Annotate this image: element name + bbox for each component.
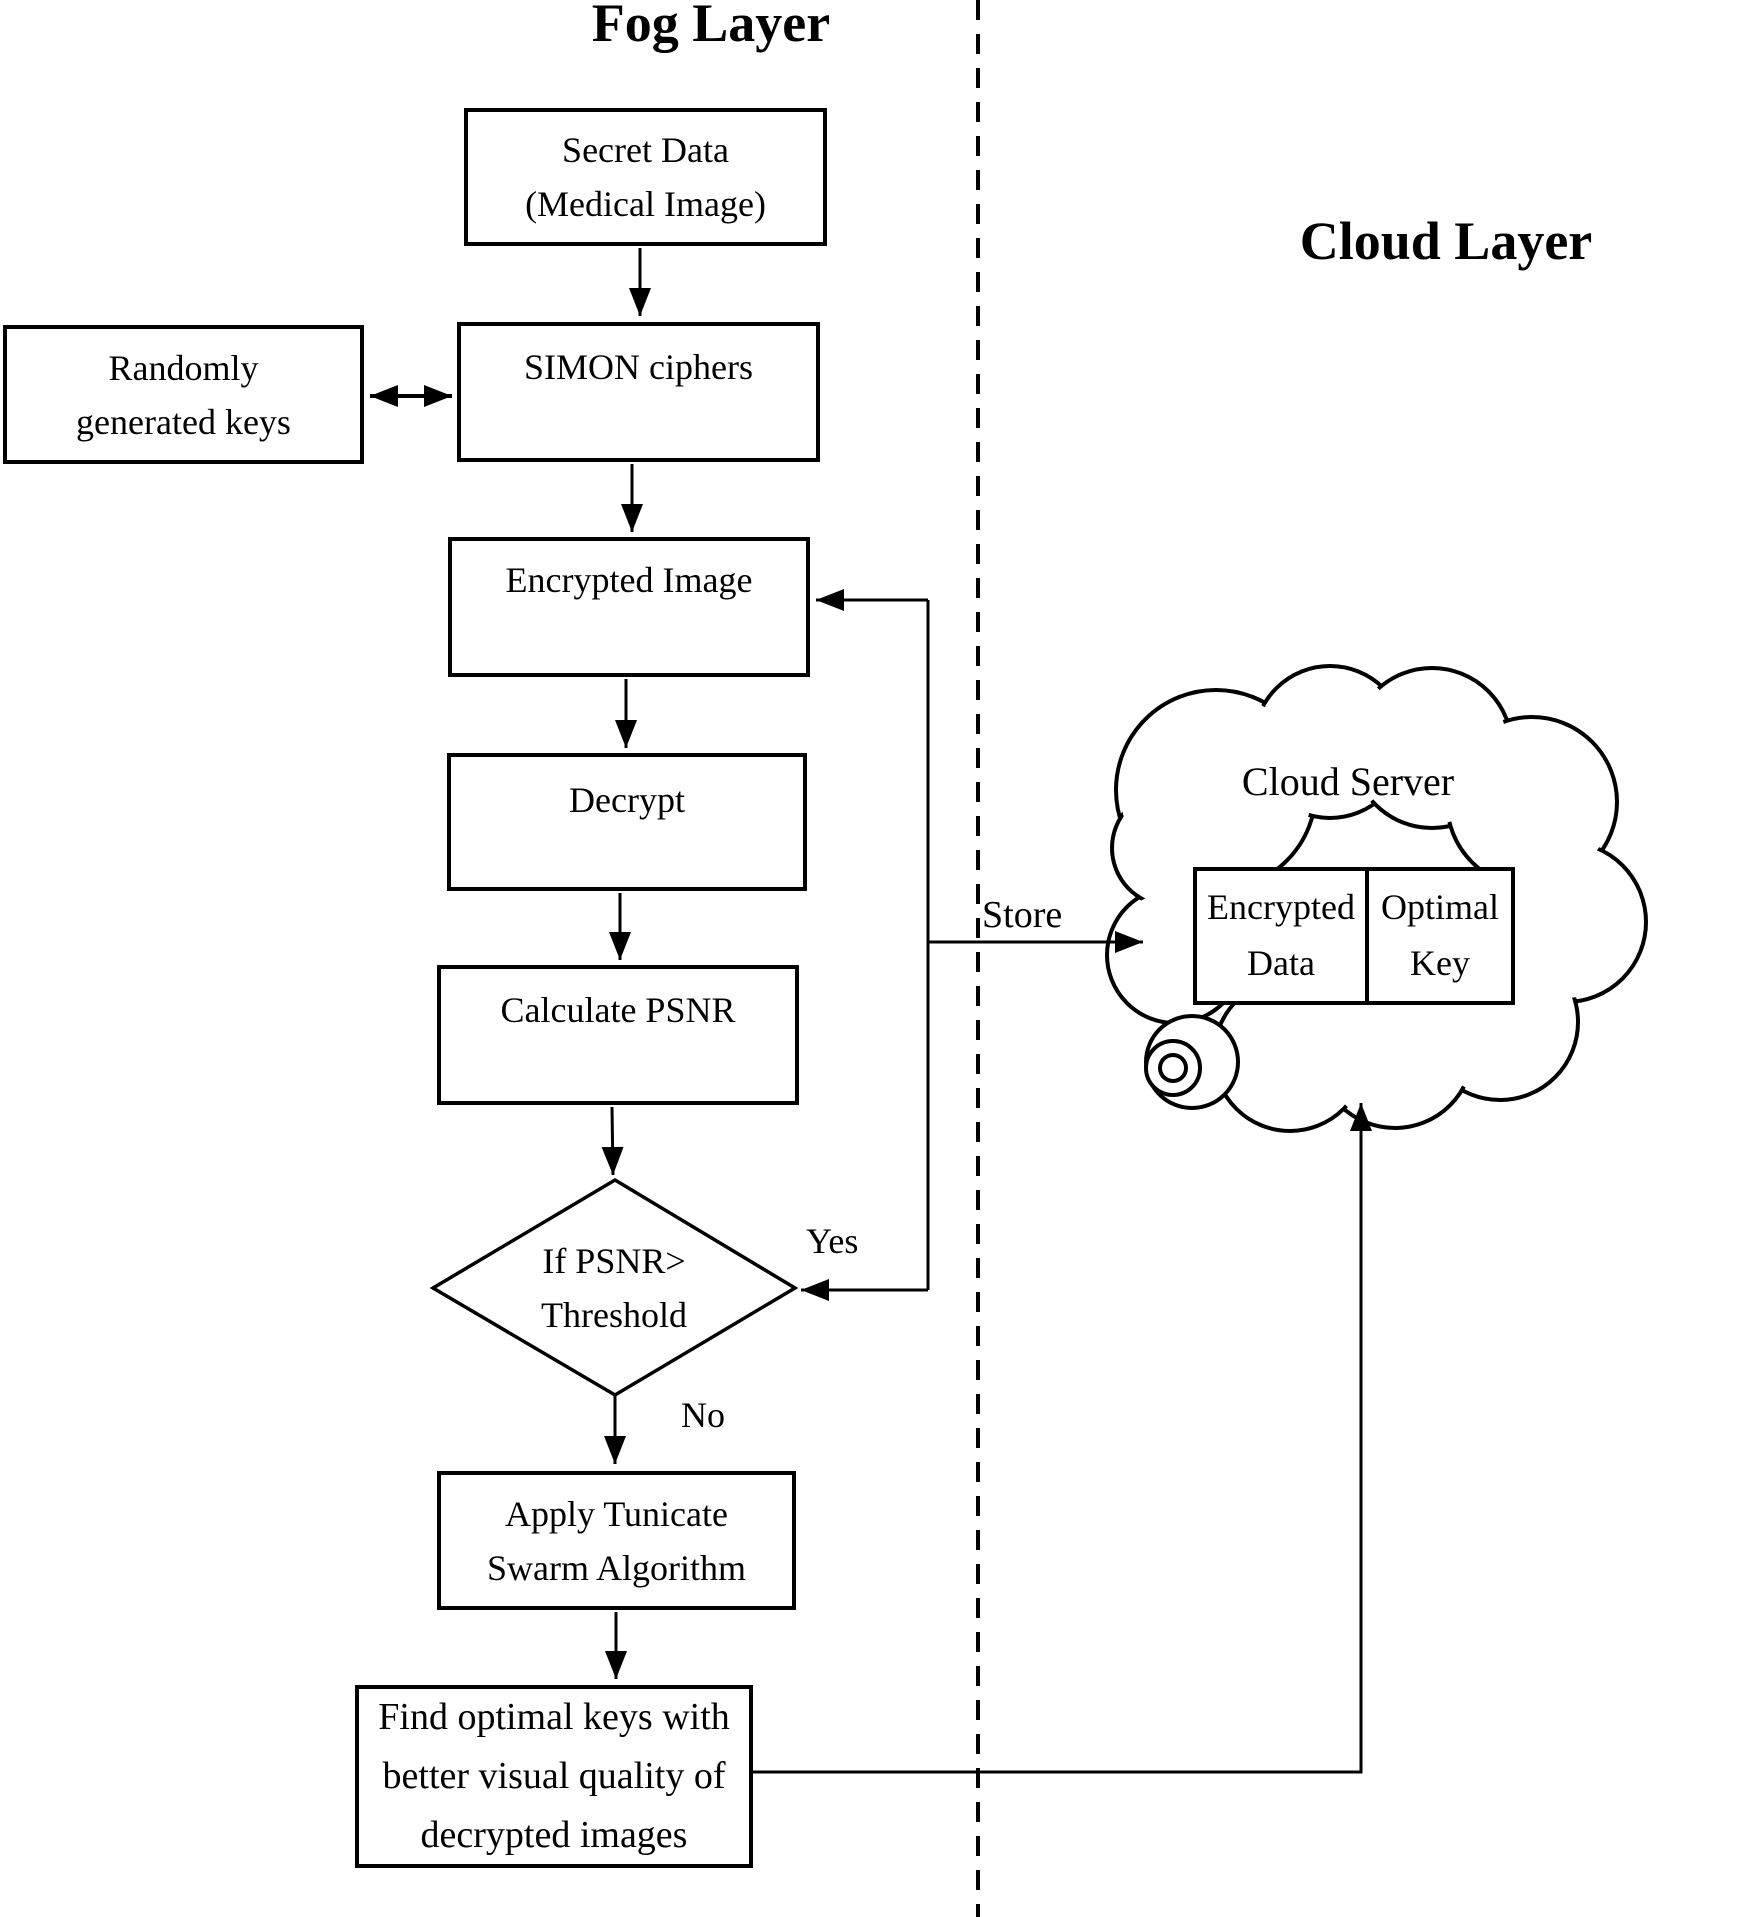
node-encrypted-image: Encrypted Image <box>448 537 810 677</box>
no-edge-label: No <box>681 1395 725 1435</box>
node-find-optimal-keys-line1: Find optimal keys with <box>378 1696 730 1739</box>
cloud-cell-encrypted-data: Encrypted Data <box>1197 871 1369 1001</box>
store-edge-label: Store <box>982 894 1063 936</box>
cloud-spiral-icon <box>1144 1014 1240 1110</box>
cloud-cell-optimal-key-line1: Optimal <box>1381 887 1499 928</box>
node-secret-data: Secret Data (Medical Image) <box>464 108 827 246</box>
node-find-optimal-keys-line3: decrypted images <box>420 1813 688 1856</box>
node-decision-text: If PSNR> Threshold <box>433 1180 795 1395</box>
node-apply-tunicate-line2: Swarm Algorithm <box>487 1547 746 1588</box>
cloud-layer-title: Cloud Layer <box>1299 211 1593 271</box>
yes-edge-label: Yes <box>806 1221 859 1261</box>
node-random-keys: Randomly generated keys <box>3 325 364 464</box>
fog-layer-title: Fog Layer <box>591 0 831 53</box>
cloud-cell-encrypted-data-line1: Encrypted <box>1207 887 1355 928</box>
edge-find-to-cloud <box>753 1103 1372 1774</box>
node-random-keys-line1: Randomly <box>108 347 259 388</box>
node-calculate-psnr-label: Calculate PSNR <box>500 990 736 1030</box>
node-decrypt-label: Decrypt <box>569 780 685 820</box>
decision-diamond-shape <box>429 1177 799 1398</box>
node-simon-ciphers-label: SIMON ciphers <box>524 347 753 387</box>
node-secret-data-line1: Secret Data <box>562 130 729 170</box>
node-find-optimal-keys: Find optimal keys with better visual qua… <box>355 1685 753 1868</box>
node-random-keys-line2: generated keys <box>76 401 291 442</box>
edge-psnr-to-decision <box>601 1106 624 1176</box>
cloud-cell-optimal-key-line2: Key <box>1410 943 1470 983</box>
cloud-server-title: Cloud Server <box>1241 759 1455 804</box>
node-find-optimal-keys-line2: better visual quality of <box>382 1755 726 1798</box>
node-decrypt: Decrypt <box>447 753 807 891</box>
node-apply-tunicate-line1: Apply Tunicate <box>504 1493 728 1534</box>
cloud-cell-encrypted-data-line2: Data <box>1247 943 1315 983</box>
node-decision-line2: Threshold <box>541 1294 687 1335</box>
node-secret-data-line2: (Medical Image) <box>525 184 766 224</box>
node-encrypted-image-label: Encrypted Image <box>505 560 753 600</box>
cloud-storage-table: Encrypted Data Optimal Key <box>1193 867 1515 1005</box>
node-simon-ciphers: SIMON ciphers <box>457 322 820 462</box>
node-calculate-psnr: Calculate PSNR <box>437 965 799 1105</box>
cloud-cell-optimal-key: Optimal Key <box>1369 871 1511 1001</box>
node-apply-tunicate: Apply Tunicate Swarm Algorithm <box>437 1471 796 1610</box>
node-decision-line1: If PSNR> <box>542 1240 686 1281</box>
